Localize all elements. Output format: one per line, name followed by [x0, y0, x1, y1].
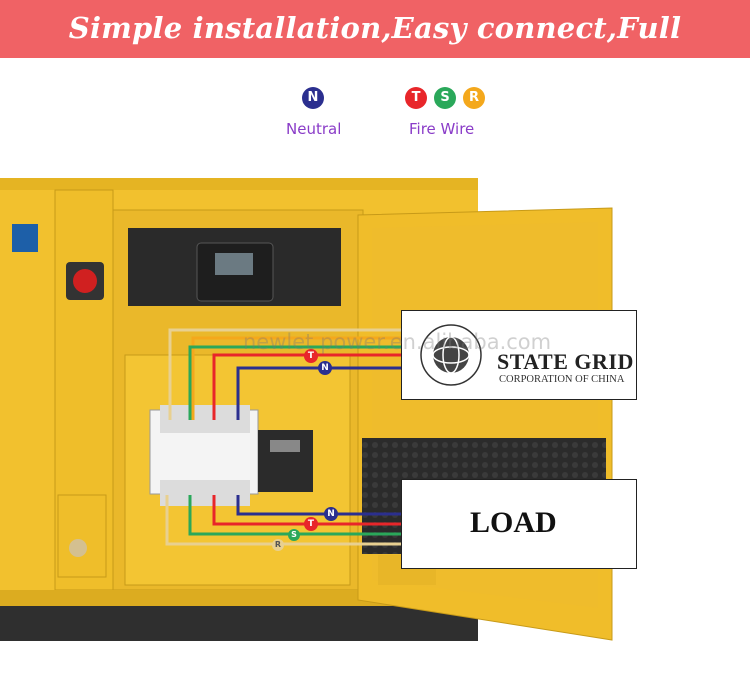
fire-symbol-r: R [463, 87, 485, 109]
wire-label-bottom-s: S [288, 529, 300, 541]
wire-label-top-t: T [304, 349, 318, 363]
wire-label-bottom-n: N [324, 507, 338, 521]
wire-label-bottom-r: R [272, 539, 284, 551]
banner-title: Simple installation,Easy connect,Full Au… [68, 11, 682, 101]
state-grid-subtitle: CORPORATION OF CHINA [499, 374, 625, 385]
state-grid-title: STATE GRID [497, 349, 634, 374]
watermark: newlet power.en.alibaba.com [243, 330, 552, 354]
neutral-label: Neutral [286, 120, 342, 138]
fire-symbol-s: S [434, 87, 456, 109]
fire-wire-label: Fire Wire [409, 120, 475, 138]
load-box [401, 479, 637, 569]
load-label: LOAD [470, 506, 557, 539]
generator-illustration [0, 178, 613, 641]
wire-label-bottom-t: T [304, 517, 318, 531]
neutral-symbol: N [302, 87, 324, 109]
wire-label-top-n: N [318, 361, 332, 375]
state-grid-logo [420, 324, 482, 386]
fire-symbol-t: T [405, 87, 427, 109]
header-banner [0, 0, 750, 58]
